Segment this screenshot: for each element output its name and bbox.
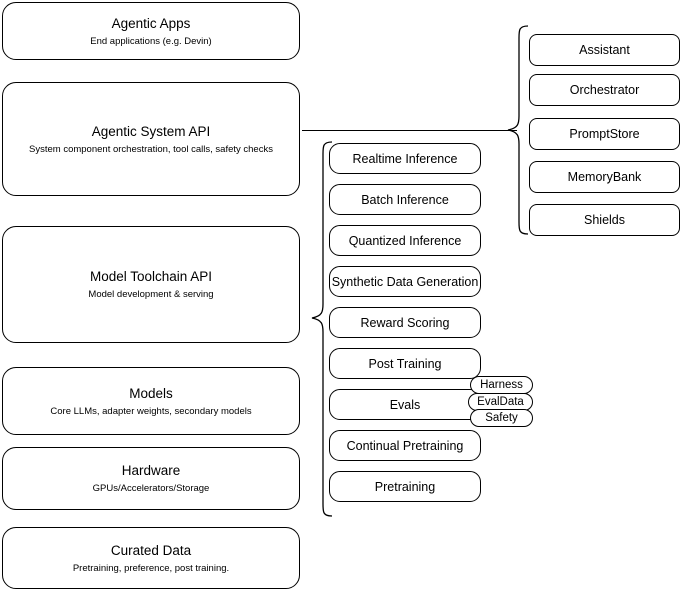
stack-layer-title: Models — [129, 385, 173, 401]
system-component-promptstore[interactable]: PromptStore — [529, 118, 680, 150]
capability-label: Continual Pretraining — [346, 438, 464, 453]
capability-label: Quantized Inference — [348, 233, 462, 248]
system-component-shields[interactable]: Shields — [529, 204, 680, 236]
stack-layer-title: Curated Data — [110, 542, 192, 558]
evals-tag-harness[interactable]: Harness — [470, 376, 533, 394]
stack-layer-subtitle: Pretraining, preference, post training. — [72, 562, 230, 574]
brace-toolchain-capabilities — [311, 141, 333, 517]
system-component-label: MemoryBank — [567, 170, 642, 184]
connector-line-system-api-to-components — [302, 130, 517, 132]
capability-label: Realtime Inference — [352, 151, 458, 166]
system-component-label: Shields — [584, 213, 625, 227]
capability-synthetic-data-generation[interactable]: Synthetic Data Generation — [329, 266, 481, 297]
stack-layer-title: Model Toolchain API — [89, 269, 213, 284]
stack-layer-subtitle: System component orchestration, tool cal… — [29, 143, 273, 155]
stack-layer-hardware[interactable]: Hardware GPUs/Accelerators/Storage — [2, 447, 300, 510]
brace-system-components — [507, 25, 529, 235]
evals-tag-label: Harness — [480, 379, 523, 391]
system-component-label: Orchestrator — [569, 83, 640, 97]
stack-layer-title: Agentic Apps — [111, 15, 191, 31]
stack-layer-model-toolchain-api[interactable]: Model Toolchain API Model development & … — [2, 226, 300, 343]
capability-label: Synthetic Data Generation — [331, 274, 479, 289]
capability-realtime-inference[interactable]: Realtime Inference — [329, 143, 481, 174]
system-component-label: Assistant — [579, 43, 630, 57]
capability-label: Pretraining — [374, 479, 436, 494]
evals-tag-label: EvalData — [477, 396, 524, 408]
capability-pretraining[interactable]: Pretraining — [329, 471, 481, 502]
capability-batch-inference[interactable]: Batch Inference — [329, 184, 481, 215]
system-component-memorybank[interactable]: MemoryBank — [529, 161, 680, 193]
stack-layer-title: Hardware — [121, 463, 181, 478]
stack-layer-subtitle: Core LLMs, adapter weights, secondary mo… — [50, 405, 252, 417]
stack-layer-agentic-apps[interactable]: Agentic Apps End applications (e.g. Devi… — [2, 2, 300, 60]
stack-layer-agentic-system-api[interactable]: Agentic System API System component orch… — [2, 82, 300, 196]
stack-layer-curated-data[interactable]: Curated Data Pretraining, preference, po… — [2, 527, 300, 589]
stack-layer-subtitle: GPUs/Accelerators/Storage — [92, 483, 210, 494]
capability-continual-pretraining[interactable]: Continual Pretraining — [329, 430, 481, 461]
stack-layer-models[interactable]: Models Core LLMs, adapter weights, secon… — [2, 367, 300, 435]
capability-label: Post Training — [368, 356, 442, 371]
evals-tag-label: Safety — [485, 412, 518, 424]
system-component-label: PromptStore — [569, 127, 640, 141]
evals-tag-evaldata[interactable]: EvalData — [468, 393, 533, 411]
evals-tag-safety[interactable]: Safety — [470, 409, 533, 427]
stack-layer-subtitle: Model development & serving — [88, 289, 214, 300]
capability-label: Reward Scoring — [360, 315, 450, 330]
system-component-assistant[interactable]: Assistant — [529, 34, 680, 66]
capability-post-training[interactable]: Post Training — [329, 348, 481, 379]
capability-label: Batch Inference — [361, 192, 449, 207]
capability-reward-scoring[interactable]: Reward Scoring — [329, 307, 481, 338]
capability-quantized-inference[interactable]: Quantized Inference — [329, 225, 481, 256]
system-component-orchestrator[interactable]: Orchestrator — [529, 74, 680, 106]
stack-layer-subtitle: End applications (e.g. Devin) — [90, 35, 212, 47]
capability-evals[interactable]: Evals — [329, 389, 481, 420]
stack-layer-title: Agentic System API — [91, 123, 211, 139]
capability-label: Evals — [389, 397, 421, 412]
